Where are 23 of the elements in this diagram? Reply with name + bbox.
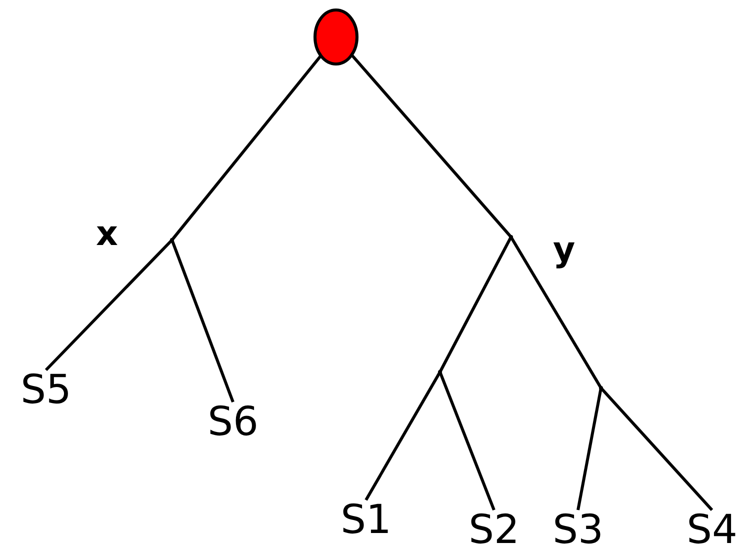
branch-point [599, 386, 603, 390]
leaf-label: S5 [16, 370, 76, 410]
leaf-label: S3 [548, 510, 608, 550]
leaf-label: S4 [682, 510, 742, 550]
root-node [313, 8, 359, 66]
tree-branch [438, 371, 496, 511]
tree-branch [350, 54, 512, 238]
tree-branch [44, 238, 174, 372]
branch-point [438, 370, 442, 374]
leaf-label: S6 [203, 402, 263, 442]
tree-branch [438, 236, 512, 373]
tree-branch [170, 54, 322, 241]
branch-point [509, 235, 513, 239]
branch-label: x [96, 217, 118, 251]
tree-branch [576, 388, 602, 510]
leaf-label: S1 [336, 500, 396, 540]
leaf-label: S2 [464, 510, 524, 550]
branch-label: y [553, 233, 576, 267]
tree-branch [510, 236, 602, 389]
tree-branch [600, 387, 714, 511]
tree-branch [364, 371, 442, 501]
tree-branch [170, 239, 234, 403]
branch-point [170, 238, 174, 242]
